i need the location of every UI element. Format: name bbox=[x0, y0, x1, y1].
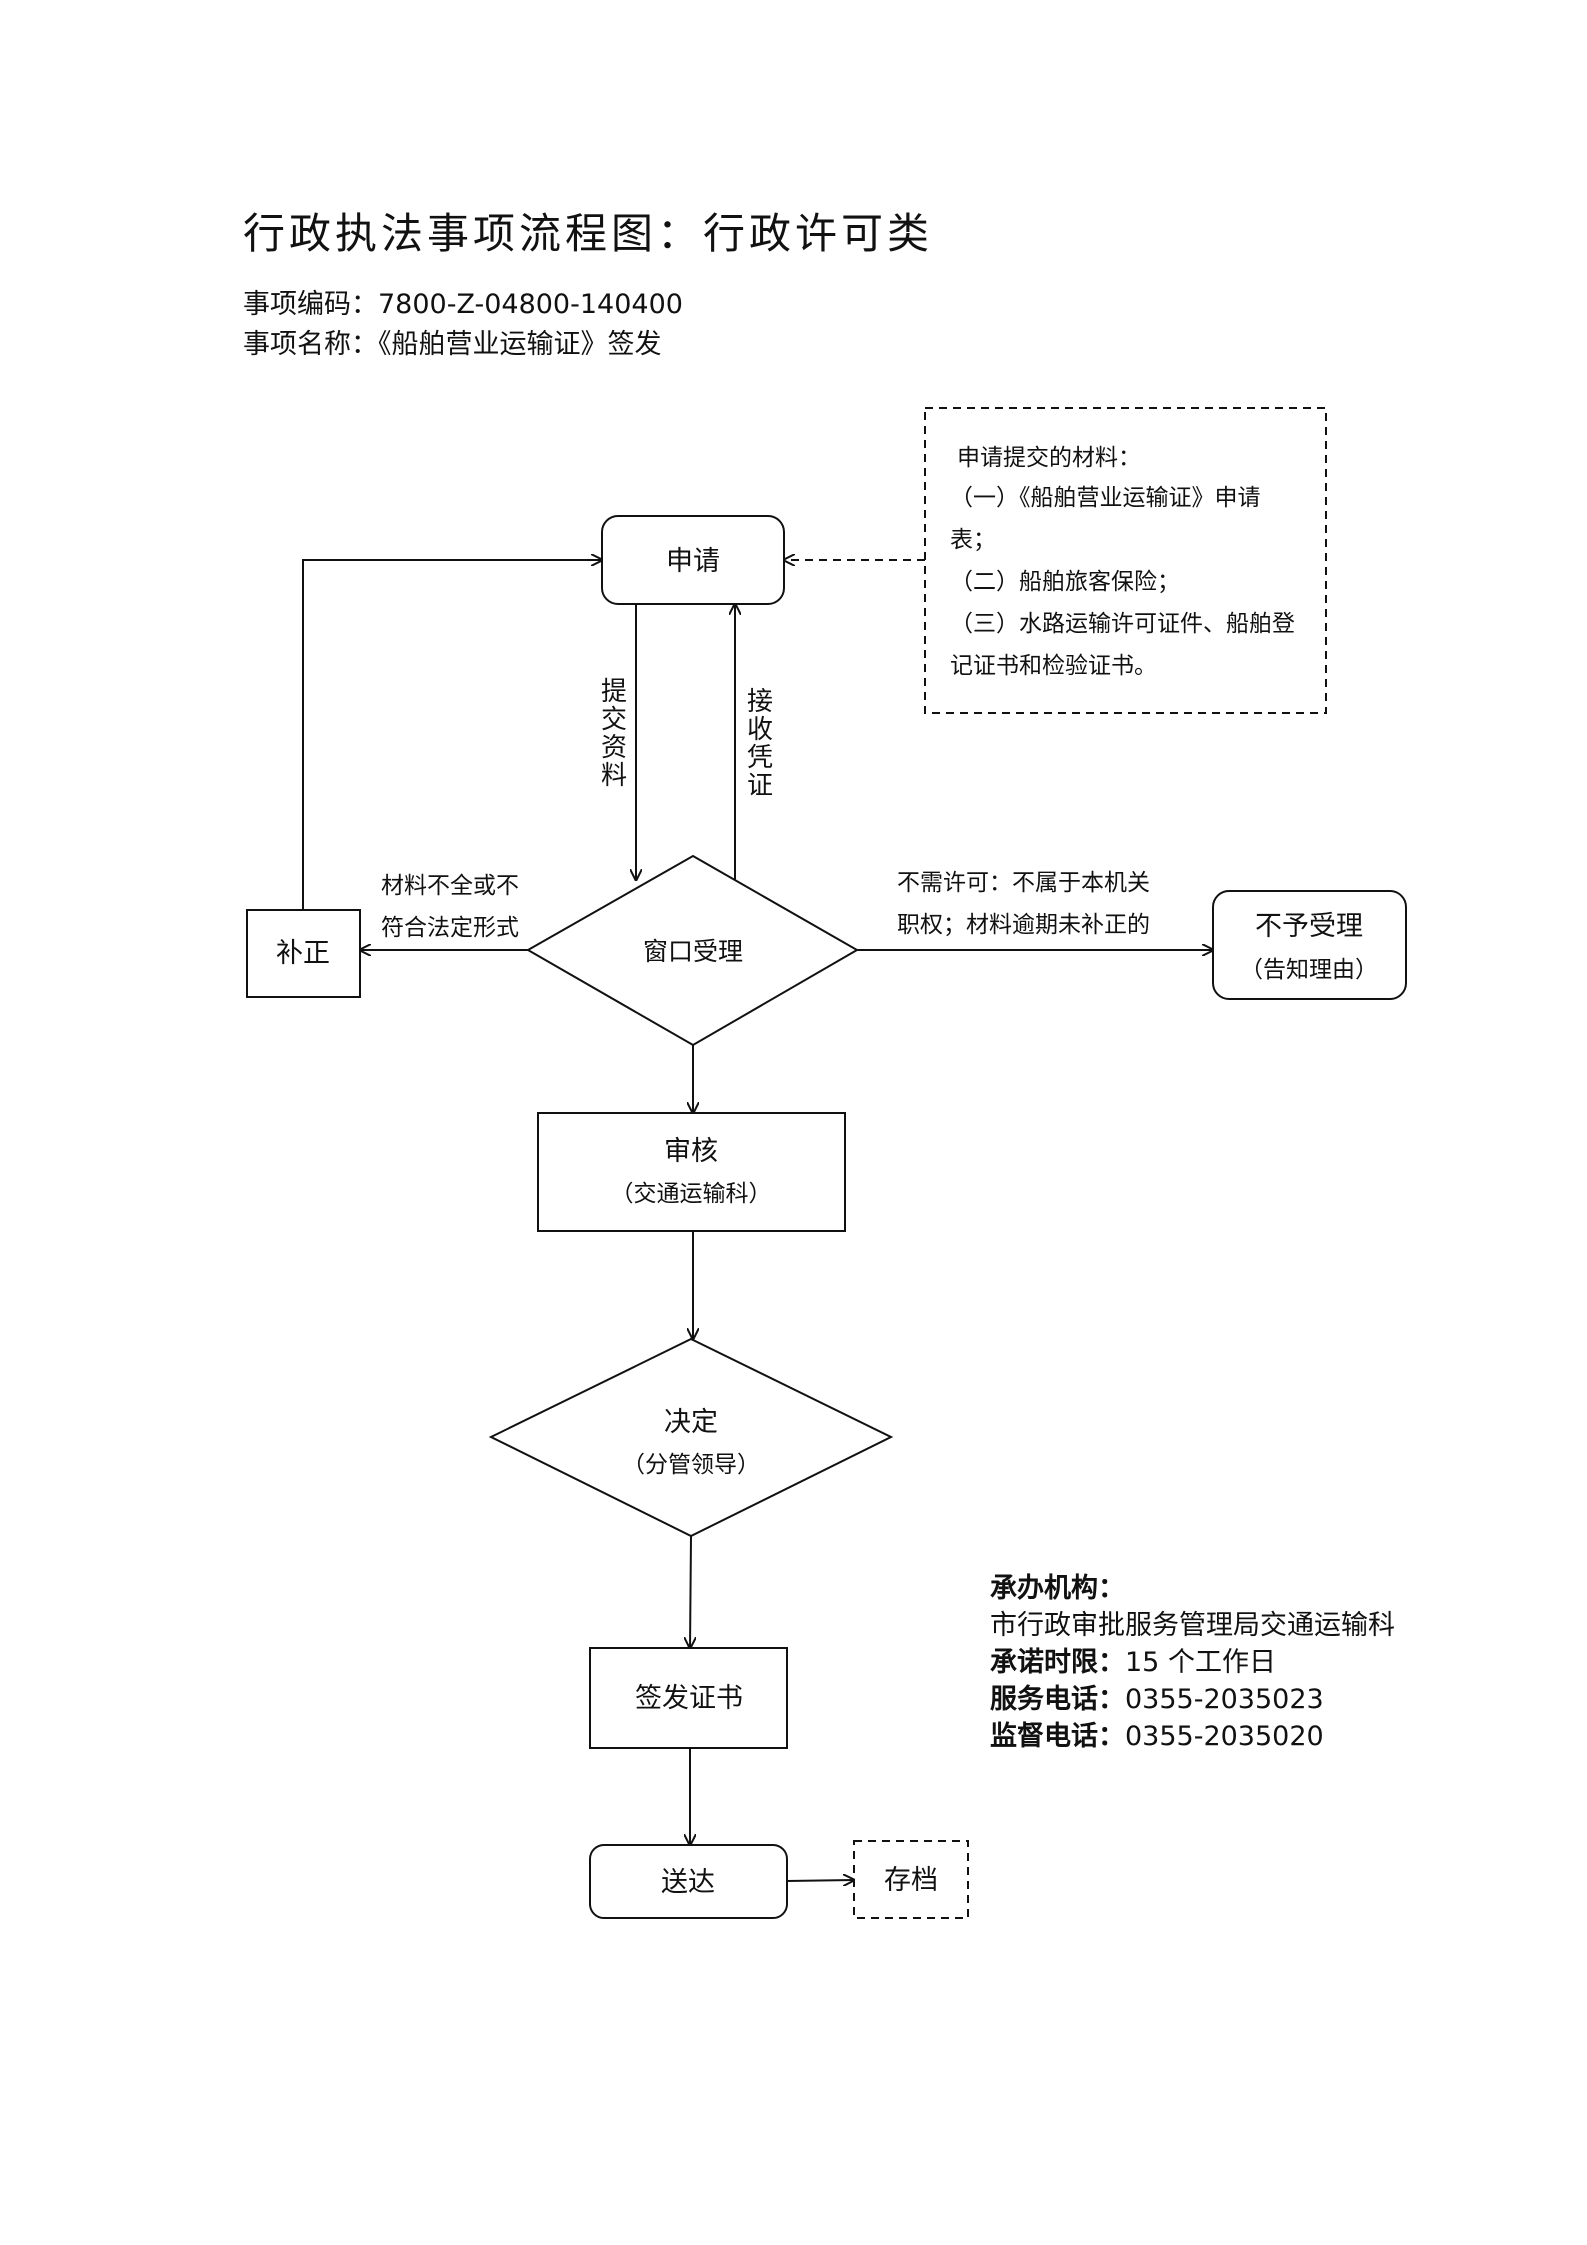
submit-label: 资 bbox=[601, 733, 627, 763]
review-node bbox=[537, 1112, 846, 1232]
reject-sub-label: （告知理由） bbox=[1240, 957, 1378, 983]
receive-label: 凭 bbox=[747, 743, 773, 773]
limit-label: 承诺时限： bbox=[990, 1647, 1125, 1678]
reject-label: 不予受理 bbox=[1255, 911, 1363, 942]
office-info: 承办机构： 市行政审批服务管理局交通运输科 承诺时限：15 个工作日 服务电话：… bbox=[990, 1570, 1395, 1755]
no-permit-label: 职权；材料逾期未补正的 bbox=[897, 912, 1150, 938]
org-label: 承办机构： bbox=[990, 1573, 1125, 1604]
submit-label: 交 bbox=[601, 705, 627, 735]
org-value: 市行政审批服务管理局交通运输科 bbox=[990, 1610, 1395, 1641]
materials-heading: 申请提交的材料： bbox=[957, 445, 1141, 471]
apply-label: 申请 bbox=[666, 546, 720, 577]
receive-label: 接 bbox=[747, 687, 773, 717]
deliver-label: 送达 bbox=[661, 1867, 715, 1898]
materials-line: 表； bbox=[950, 527, 996, 553]
supervise-line: 监督电话：0355-2035020 bbox=[990, 1718, 1395, 1755]
review-sub-label: （交通运输科） bbox=[611, 1181, 772, 1207]
archive-label: 存档 bbox=[884, 1865, 938, 1896]
reject-node bbox=[1212, 890, 1407, 1000]
review-label: 审核 bbox=[664, 1136, 718, 1167]
limit-line: 承诺时限：15 个工作日 bbox=[990, 1644, 1395, 1681]
page-title: 行政执法事项流程图：行政许可类 bbox=[243, 209, 934, 258]
materials-line: （二）船舶旅客保险； bbox=[950, 569, 1180, 595]
incomplete-label: 符合法定形式 bbox=[381, 915, 519, 941]
materials-line: （三）水路运输许可证件、船舶登 bbox=[950, 611, 1295, 637]
limit-value: 15 个工作日 bbox=[1125, 1647, 1276, 1678]
archive-node bbox=[853, 1840, 969, 1919]
org-label-line: 承办机构： bbox=[990, 1570, 1395, 1607]
service-line: 服务电话：0355-2035023 bbox=[990, 1681, 1395, 1718]
materials-box bbox=[924, 407, 1327, 714]
service-phone-label: 服务电话： bbox=[990, 1684, 1125, 1715]
to-archive-arrow bbox=[786, 1880, 854, 1881]
item-code: 事项编码：7800-Z-04800-140400 bbox=[243, 289, 683, 320]
submit-label: 提 bbox=[601, 677, 627, 707]
materials-line: 记证书和检验证书。 bbox=[950, 653, 1157, 679]
issue-node bbox=[589, 1647, 788, 1749]
receive-label: 收 bbox=[747, 715, 773, 745]
decide-sub-label: （分管领导） bbox=[622, 1452, 760, 1478]
submit-label: 料 bbox=[601, 761, 627, 791]
materials-line: （一）《船舶营业运输证》申请 bbox=[950, 485, 1261, 511]
resubmit-arrow bbox=[302, 560, 602, 910]
item-name: 事项名称：《船舶营业运输证》签发 bbox=[243, 329, 662, 360]
service-phone-value: 0355-2035023 bbox=[1125, 1684, 1324, 1715]
to-issue-arrow bbox=[690, 1535, 691, 1648]
supervise-phone-value: 0355-2035020 bbox=[1125, 1721, 1324, 1752]
supplement-label: 补正 bbox=[276, 938, 330, 969]
supervise-phone-label: 监督电话： bbox=[990, 1721, 1125, 1752]
incomplete-label: 材料不全或不 bbox=[381, 873, 519, 899]
no-permit-label: 不需许可：不属于本机关 bbox=[897, 870, 1150, 896]
decide-label: 决定 bbox=[664, 1407, 718, 1438]
receive-label: 证 bbox=[747, 771, 773, 801]
deliver-node bbox=[589, 1844, 788, 1919]
window-label: 窗口受理 bbox=[643, 937, 743, 966]
issue-label: 签发证书 bbox=[635, 1683, 743, 1714]
